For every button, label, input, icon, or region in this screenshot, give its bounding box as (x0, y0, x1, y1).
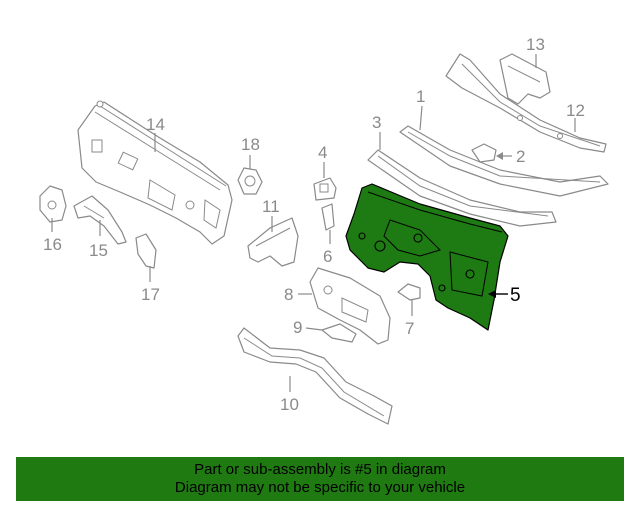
part-13-bracket (499, 53, 551, 105)
callout-14: 14 (146, 115, 165, 134)
parts-diagram: 14 16 15 17 18 11 4 6 (39, 35, 609, 425)
callout-15: 15 (89, 241, 108, 260)
callout-4: 4 (318, 143, 327, 162)
banner-line-disclaimer: Diagram may not be specific to your vehi… (174, 479, 466, 496)
part-12-cowl-side (445, 53, 607, 153)
part-7-bracket (397, 283, 421, 301)
part-6-bracket (321, 203, 335, 231)
banner-line-part: Part or sub-assembly is #5 in diagram (194, 461, 446, 478)
part-14-dash-panel (77, 100, 233, 245)
part-11-bracket (247, 217, 299, 267)
leader-5-arrowhead (488, 290, 496, 298)
callout-3: 3 (372, 113, 381, 132)
info-banner: Part or sub-assembly is #5 in diagram Di… (16, 457, 624, 501)
callout-6: 6 (323, 247, 332, 266)
leader-2-arrowhead (496, 152, 503, 160)
callout-18: 18 (241, 135, 260, 154)
part-3-cowl-upper (367, 149, 557, 227)
callout-8: 8 (284, 285, 293, 304)
callout-5: 5 (510, 285, 521, 306)
part-4-bracket (313, 177, 337, 201)
leader-1 (419, 105, 423, 131)
callout-13: 13 (526, 35, 545, 54)
callout-7: 7 (405, 319, 414, 338)
part-9-bracket (321, 323, 357, 343)
part-8-panel (309, 267, 391, 345)
callout-12: 12 (566, 101, 585, 120)
callout-11: 11 (262, 197, 280, 216)
callout-2: 2 (516, 147, 525, 166)
callout-1: 1 (416, 87, 425, 106)
part-18-grommet (237, 167, 263, 195)
part-16-bracket (39, 185, 67, 223)
part-2-bracket (471, 143, 497, 163)
callout-17: 17 (141, 285, 160, 304)
part-1-cowl-panel (399, 125, 609, 197)
part-10-reinforcement (237, 327, 393, 425)
callout-10: 10 (280, 395, 299, 414)
part-5-bulkhead-panel-highlighted[interactable] (345, 183, 509, 331)
callout-16: 16 (43, 235, 62, 254)
leader-9 (305, 327, 323, 331)
part-17-bracket (135, 233, 157, 269)
callout-9: 9 (293, 318, 302, 337)
